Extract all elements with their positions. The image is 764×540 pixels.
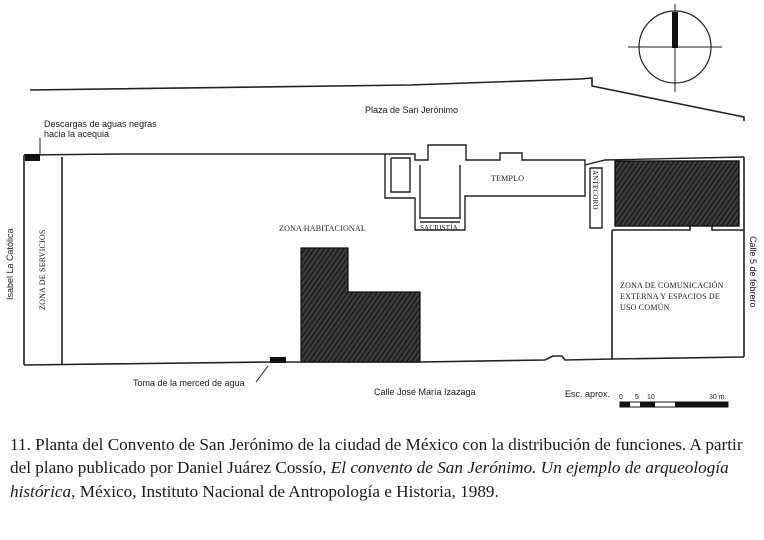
zone-common-line1: ZONA DE COMUNICACIÓN (620, 280, 724, 290)
compass-icon (628, 4, 722, 92)
caption-book-title: El convento de San Jerónimo. Un ejemplo … (10, 458, 729, 501)
caption-text-2: , México, Instituto Nacional de Antropol… (71, 481, 499, 501)
temple-outline (384, 144, 745, 231)
street-north-label: Plaza de San Jerónimo (365, 105, 458, 115)
scale-tick-10: 10 (647, 394, 655, 401)
drain-note-line2: hacia la acequia (44, 129, 109, 139)
scale-tick-0: 0 (619, 394, 623, 401)
drain-marker (25, 154, 40, 161)
water-intake-marker (270, 357, 286, 363)
street-south-label: Calle José María Izazaga (374, 387, 476, 397)
caption-number: 11. (10, 435, 31, 454)
caption-text-1: Planta del Convento de San Jerónimo de l… (10, 435, 743, 478)
figure-caption: 11. Planta del Convento de San Jerónimo … (10, 433, 754, 503)
temple-label: TEMPLO (491, 174, 524, 183)
convent-floor-plan: Plaza de San Jerónimo Calle José María I… (5, 4, 758, 408)
hatched-block-east (614, 160, 740, 227)
convent-outline (23, 153, 745, 366)
drain-note-line1: Descargas de aguas negras (44, 119, 157, 129)
antechoir-label: ANTECORO (591, 170, 599, 210)
scale-tick-5: 5 (635, 394, 639, 401)
zone-common-line2: EXTERNA Y ESPACIOS DE (620, 292, 720, 301)
scale-label: Esc. aprox. (565, 389, 610, 399)
street-west-label: Isabel La Católica (5, 228, 15, 300)
water-note-label: Toma de la merced de agua (133, 378, 245, 388)
zone-common-line3: USO COMÚN (620, 302, 670, 312)
scale-tick-30: 30 m. (709, 394, 727, 401)
zone-housing-label: ZONA HABITACIONAL (279, 224, 366, 233)
street-east-label: Calle 5 de febrero (748, 236, 758, 308)
scale-bar: Esc. aprox. 0 5 10 30 m. (565, 389, 729, 408)
water-leader (255, 365, 269, 383)
hatched-block-central (300, 247, 421, 363)
plaza-boundary (29, 77, 745, 121)
zone-services-label: ZONA DE SERVICIOS (38, 229, 47, 310)
sacristy-label: SACRISTÍA (420, 224, 458, 232)
